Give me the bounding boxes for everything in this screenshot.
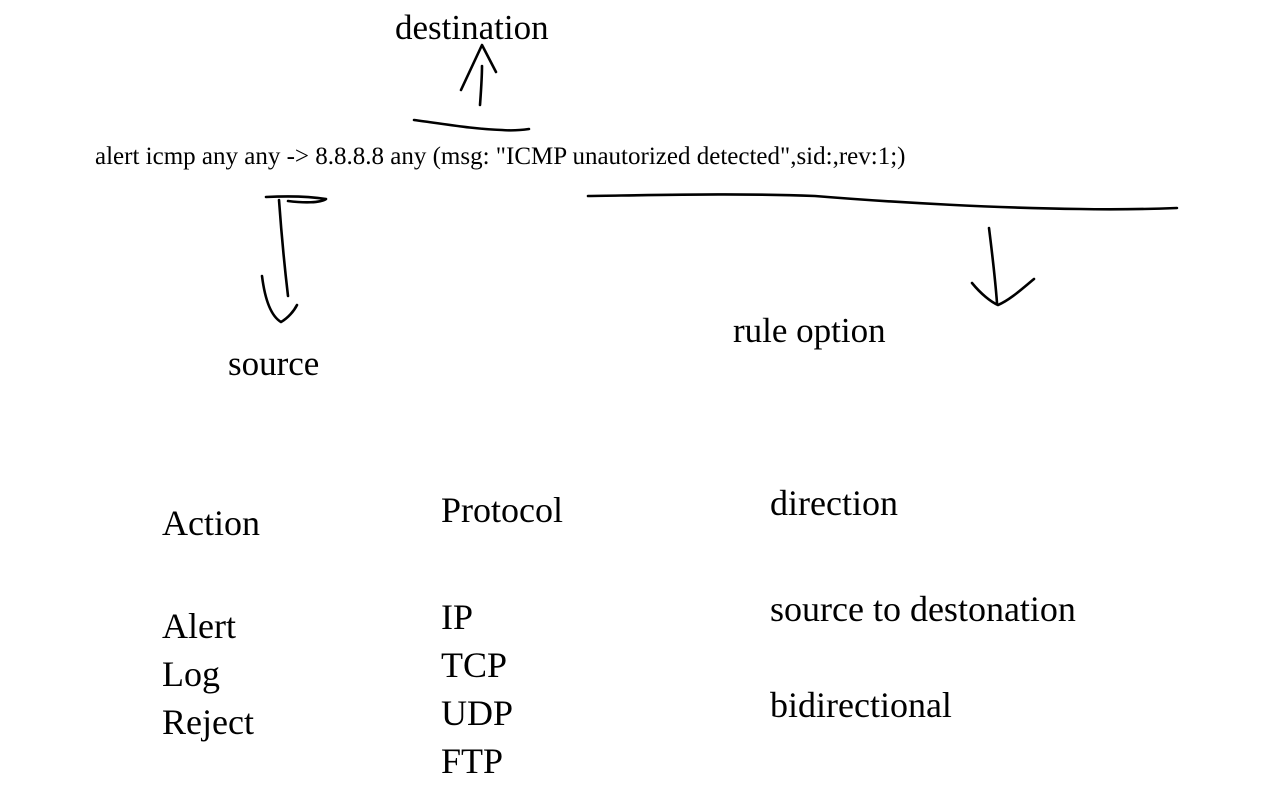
- action-list: Alert Log Reject: [162, 602, 260, 746]
- protocol-column: Protocol IP TCP UDP FTP: [441, 492, 563, 785]
- source-label: source: [228, 344, 320, 383]
- snort-rule-text: alert icmp any any -> 8.8.8.8 any (msg: …: [95, 143, 906, 170]
- direction-column: direction source to destonation bidirect…: [770, 485, 1076, 729]
- destination-label: destination: [395, 8, 549, 47]
- protocol-item: IP: [441, 597, 474, 637]
- rule-option-label: rule option: [733, 311, 886, 350]
- rule-option-arrow-shaft: [987, 226, 999, 305]
- protocol-heading: Protocol: [441, 490, 563, 530]
- direction-list: source to destonation bidirectional: [770, 585, 1076, 729]
- protocol-item: FTP: [441, 741, 504, 781]
- source-arrow-head: [260, 274, 299, 324]
- action-heading: Action: [162, 503, 260, 543]
- action-item: Log: [162, 654, 220, 694]
- direction-item: bidirectional: [770, 685, 952, 725]
- action-item: Reject: [162, 702, 254, 742]
- protocol-item: UDP: [441, 693, 514, 733]
- protocol-item: TCP: [441, 645, 508, 685]
- direction-heading: direction: [770, 483, 898, 523]
- action-column: Action Alert Log Reject: [162, 505, 260, 746]
- direction-item: source to destonation: [770, 589, 1076, 629]
- source-arrow-shaft: [277, 198, 290, 298]
- destination-arrow-head: [459, 43, 498, 92]
- action-item: Alert: [162, 606, 236, 646]
- rule-option-underline: [586, 193, 1179, 211]
- source-underline: [264, 195, 328, 204]
- destination-arrow-shaft: [478, 64, 484, 107]
- destination-underline: [412, 118, 531, 132]
- protocol-list: IP TCP UDP FTP: [441, 593, 563, 785]
- rule-option-arrow-head: [970, 277, 1036, 307]
